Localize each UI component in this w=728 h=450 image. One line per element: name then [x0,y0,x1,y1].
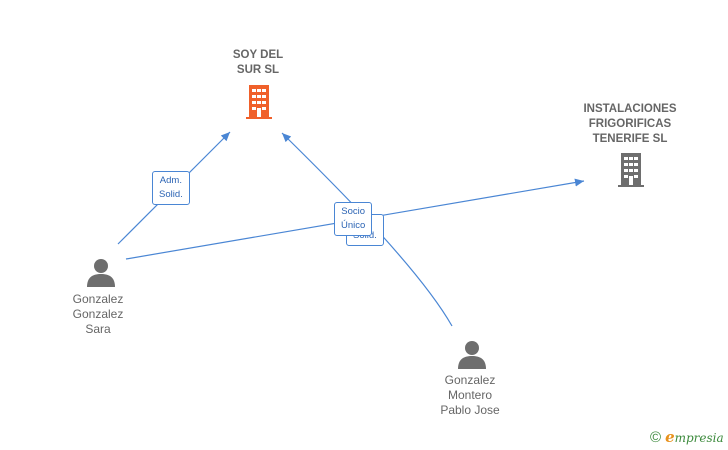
person-name-line1: Gonzalez [444,373,496,387]
person-label-pablo: Gonzalez Montero Pablo Jose [422,373,518,418]
person-name-line2: Montero [447,388,493,402]
person-icon[interactable] [86,257,116,287]
copyright-icon: © [650,428,662,446]
brand-name: empresia [665,428,724,446]
building-icon[interactable] [615,151,647,187]
brand-logo: © empresia [650,428,724,446]
edge-label-line1: Socio [341,206,366,217]
company-name-line2: FRIGORIFICAS [588,118,672,130]
company-name-line1: INSTALACIONES [583,103,677,115]
edge-label-line1: Adm. [159,175,182,186]
edge-label-line2: Único [341,220,366,231]
person-label-sara: Gonzalez Gonzalez Sara [58,292,138,337]
company-name-line1: SOY DEL [232,49,284,61]
person-icon[interactable] [457,339,487,369]
edge-label-line2: Solid. [159,189,183,200]
company-label-instalaciones: INSTALACIONES FRIGORIFICAS TENERIFE SL [570,102,690,147]
person-name-line3: Sara [85,322,111,336]
edge-label-socio-unico[interactable]: Socio Único [334,202,373,236]
company-label-soy-del-sur: SOY DEL SUR SL [218,48,298,78]
edge-label-adm-solid[interactable]: Adm. Solid. [152,171,190,205]
brand-name-rest: mpresia [674,431,724,445]
building-icon[interactable] [243,83,275,119]
company-name-line2: SUR SL [236,64,280,76]
person-name-line1: Gonzalez [72,292,124,306]
person-name-line2: Gonzalez [72,307,124,321]
person-name-line3: Pablo Jose [440,403,500,417]
brand-initial: e [665,428,675,446]
company-name-line3: TENERIFE SL [592,133,668,145]
